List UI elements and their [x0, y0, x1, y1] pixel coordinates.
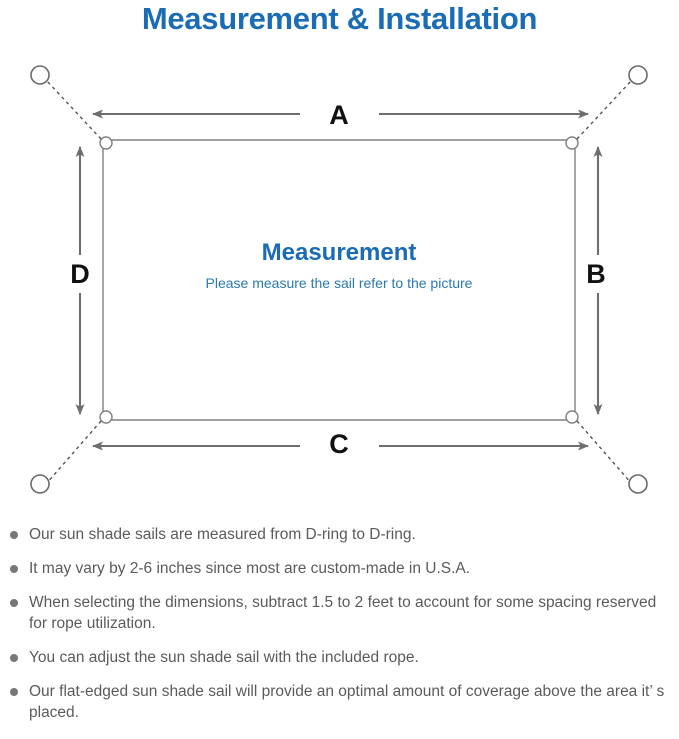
list-item: Our sun shade sails are measured from D-…: [0, 524, 679, 545]
anchor-ring-icon-bottom-right: [628, 474, 648, 494]
rope-line-bottom-right: [576, 420, 633, 485]
outer-anchor-rings: [30, 65, 648, 494]
rope-line-bottom-left: [45, 420, 102, 485]
d-ring-icon-bottom-right: [565, 410, 579, 424]
rope-lines: [45, 79, 633, 485]
anchor-ring-icon-top-right: [628, 65, 648, 85]
sail-diagram: A B C D Measurement Please measure the s…: [0, 48, 679, 518]
list-item: It may vary by 2-6 inches since most are…: [0, 558, 679, 579]
rope-line-top-left: [45, 79, 102, 140]
list-item-text: Our sun shade sails are measured from D-…: [29, 526, 416, 543]
sail-diagram-svg: [30, 65, 648, 494]
notes-list: Our sun shade sails are measured from D-…: [0, 524, 679, 723]
list-item: When selecting the dimensions, subtract …: [0, 592, 679, 634]
dimension-label-d: D: [62, 259, 98, 289]
dimension-label-c: C: [309, 429, 369, 459]
anchor-ring-icon-bottom-left: [30, 474, 50, 494]
dimension-label-a: A: [309, 100, 369, 130]
d-ring-icon-top-right: [565, 136, 579, 150]
dimension-arrows: [75, 109, 603, 451]
list-item: You can adjust the sun shade sail with t…: [0, 647, 679, 668]
bullet-icon: [10, 531, 18, 539]
list-item-text: Our flat-edged sun shade sail will provi…: [29, 683, 665, 721]
list-item: Our flat-edged sun shade sail will provi…: [0, 681, 679, 723]
page-title: Measurement & Installation: [141, 1, 538, 36]
dimension-label-b: B: [578, 259, 614, 289]
bullet-icon: [10, 599, 18, 607]
bullet-icon: [10, 565, 18, 573]
list-item-text: When selecting the dimensions, subtract …: [29, 594, 657, 632]
d-ring-icon-bottom-left: [99, 410, 113, 424]
sail-outline: [102, 139, 576, 421]
list-item-text: You can adjust the sun shade sail with t…: [29, 649, 419, 666]
bullet-icon: [10, 688, 18, 696]
rope-line-top-right: [576, 79, 633, 140]
anchor-ring-icon-top-left: [30, 65, 50, 85]
list-item-text: It may vary by 2-6 inches since most are…: [29, 560, 471, 577]
bullet-icon: [10, 654, 18, 662]
sail-corner-d-rings: [99, 136, 579, 424]
d-ring-icon-top-left: [99, 136, 113, 150]
